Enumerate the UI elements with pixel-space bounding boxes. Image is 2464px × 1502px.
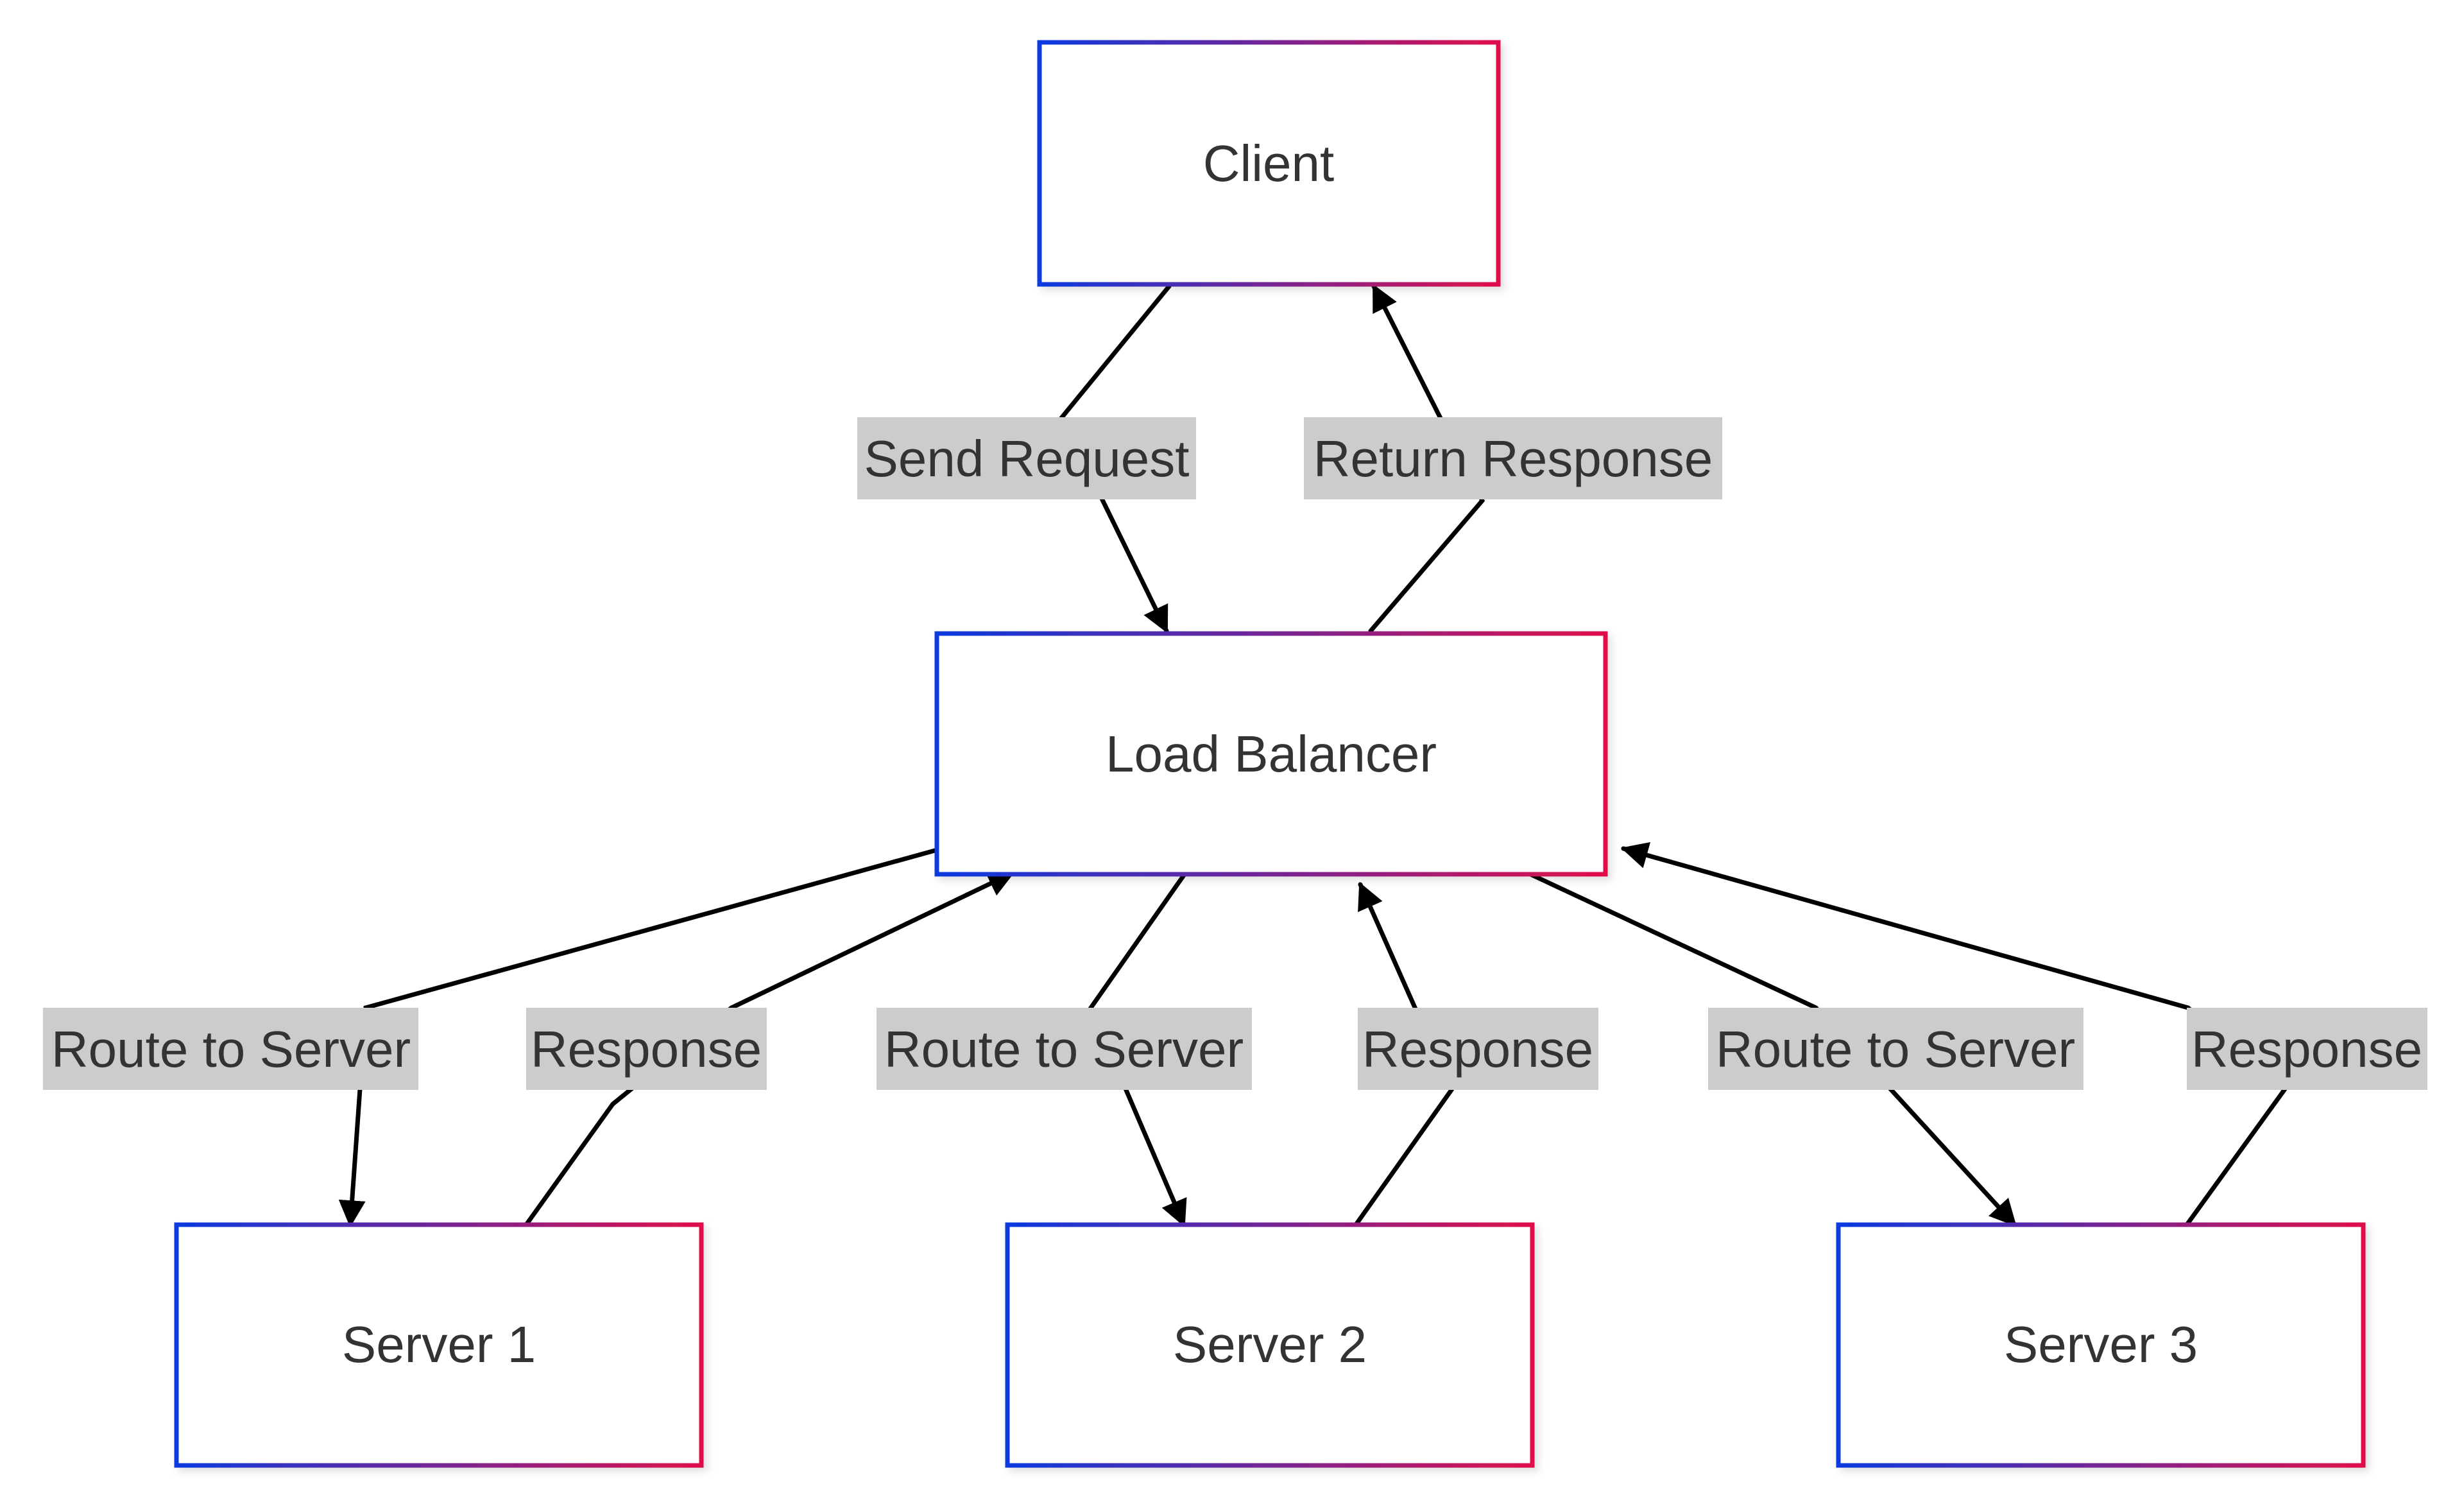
edge-return-response-label: Return Response [1313,430,1713,487]
edge-response-server-2: Response [1353,882,1598,1227]
edge-route-server-1-label-bg [43,1008,418,1090]
node-server-3-box [1836,1222,2366,1468]
edge-send-request-label: Send Request [864,430,1189,487]
edge-response-server-3: Response [1620,842,2427,1227]
edge-route-server-2: Route to Server [877,872,1252,1227]
node-server-2-box [1005,1222,1535,1468]
node-load-balancer[interactable]: Load Balancer [934,631,1608,877]
edge-return-response: Return Response [1304,284,1722,634]
edge-route-server-2-label: Route to Server [884,1021,1244,1078]
edge-response-server-2-label: Response [1362,1021,1593,1078]
edge-route-server-1: Route to Server [43,848,937,1228]
node-server-1-box [174,1222,704,1468]
edge-response-server-3-label: Response [2191,1021,2422,1078]
node-server-1-label: Server 1 [342,1316,536,1373]
node-server-1[interactable]: Server 1 [174,1222,704,1468]
edge-route-server-1-label: Route to Server [51,1021,411,1078]
node-server-3-label: Server 3 [2004,1316,2198,1373]
edge-send-request: Send Request [857,284,1196,634]
node-client[interactable]: Client [1037,40,1501,287]
edge-route-server-2-label-bg [877,1008,1252,1090]
edge-response-server-2-label-bg [1358,1008,1598,1090]
edge-response-server-1-label: Response [531,1021,762,1078]
edge-return-response-label-bg [1304,417,1722,499]
node-client-box [1037,40,1501,287]
node-client-label: Client [1203,135,1335,192]
edge-response-server-3-label-bg [2187,1008,2427,1090]
edge-send-request-label-bg [857,417,1196,499]
edge-route-server-3: Route to Server [1528,872,2083,1227]
edge-response-server-1: Response [524,870,1015,1227]
edge-return-response-line [1368,284,1485,634]
node-server-3[interactable]: Server 3 [1836,1222,2366,1468]
edge-response-server-1-label-bg [526,1008,767,1090]
node-load-balancer-box [934,631,1608,877]
node-load-balancer-label: Load Balancer [1106,725,1437,782]
edge-route-server-3-label-bg [1708,1008,2083,1090]
node-server-2[interactable]: Server 2 [1005,1222,1535,1468]
edge-route-server-3-label: Route to Server [1716,1021,2075,1078]
node-server-2-label: Server 2 [1173,1316,1367,1373]
